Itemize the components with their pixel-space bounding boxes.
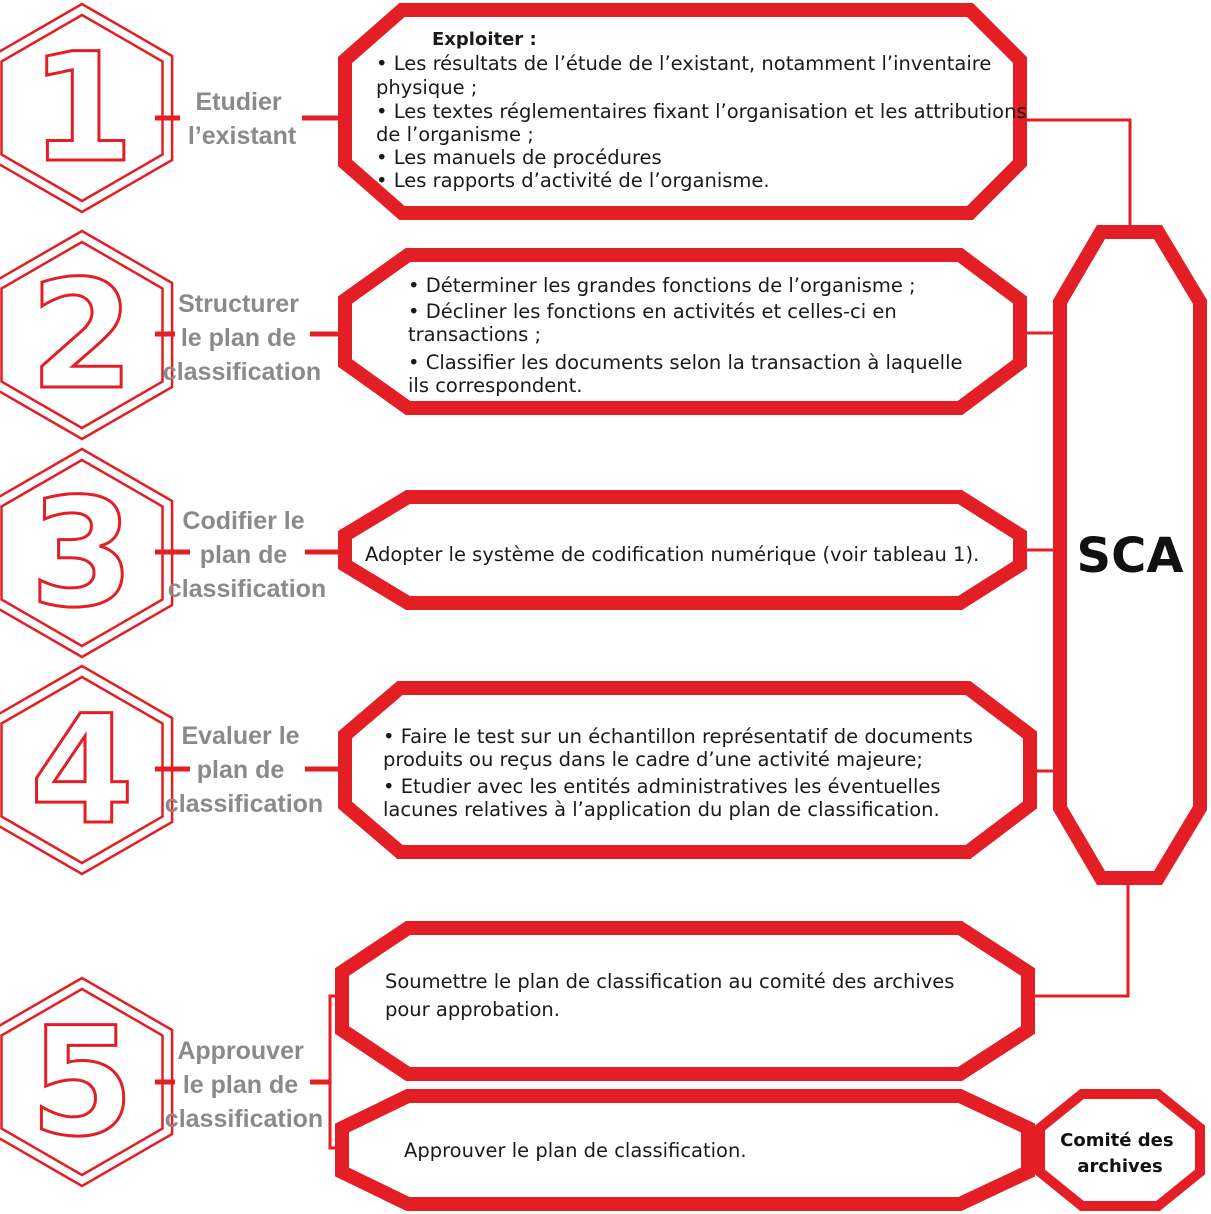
comite-label: Comité des archives bbox=[1060, 1130, 1180, 1177]
step4-label-line-1: Evaluer le bbox=[181, 722, 299, 750]
comite-octagon bbox=[1035, 1089, 1205, 1211]
step4-hexagon-outer bbox=[0, 664, 174, 876]
step2-label-line-2: le plan de bbox=[181, 324, 296, 352]
step2-label: Structurer le plan de classification bbox=[163, 290, 321, 386]
step5-hexagon-inner bbox=[0, 987, 164, 1177]
step3-label-line-2: plan de bbox=[200, 541, 288, 569]
step2-line-3: transactions ; bbox=[408, 323, 541, 346]
step5-approve-text: Approuver le plan de classification. bbox=[404, 1139, 747, 1162]
step1-line-6: • Les rapports d’activité de l’organisme… bbox=[376, 169, 770, 192]
step1-label: Etudier l’existant bbox=[188, 88, 297, 150]
step1-label-line-1: Etudier bbox=[195, 88, 281, 116]
step5-label-line-1: Approuver bbox=[177, 1037, 304, 1065]
comite-line-2: archives bbox=[1077, 1156, 1162, 1177]
step1-line-3: • Les textes réglementaires fixant l’org… bbox=[376, 100, 1027, 123]
step2-box-text: • Déterminer les grandes fonctions de l’… bbox=[408, 274, 969, 397]
step5-label-line-3: classification bbox=[165, 1105, 323, 1133]
step5-label: Approuver le plan de classification bbox=[165, 1037, 323, 1133]
step3-label-line-3: classification bbox=[168, 575, 326, 603]
step1-hexagon-outer bbox=[0, 2, 174, 214]
step-hexagons: 1 2 3 4 5 bbox=[0, 2, 174, 1188]
step1-line-1: • Les résultats de l’étude de l’existant… bbox=[376, 52, 991, 75]
step1-line-4: de l’organisme ; bbox=[376, 123, 534, 146]
step2-hexagon-inner bbox=[0, 240, 164, 430]
step3-hexagon: 3 bbox=[0, 447, 174, 659]
step1-hexagon: 1 bbox=[0, 2, 174, 214]
step3-hexagon-inner bbox=[0, 458, 164, 648]
step2-line-1: • Déterminer les grandes fonctions de l’… bbox=[408, 274, 916, 297]
step2-hexagon-outer bbox=[0, 229, 174, 441]
connector-sca-box5a bbox=[1020, 876, 1130, 998]
step2-box bbox=[338, 248, 1027, 415]
sca-octagon bbox=[1053, 225, 1207, 885]
step5-hexagon-outer bbox=[0, 976, 174, 1188]
step1-box-text: Exploiter : • Les résultats de l’étude d… bbox=[376, 27, 1033, 192]
step2-label-line-1: Structurer bbox=[178, 290, 299, 318]
step2-line-5: ils correspondent. bbox=[408, 374, 583, 397]
step4-number: 4 bbox=[30, 684, 134, 858]
step2-number: 2 bbox=[30, 249, 134, 423]
step5-box-submit bbox=[335, 921, 1035, 1081]
step4-hexagon: 4 bbox=[0, 664, 174, 876]
step1-heading: Exploiter : bbox=[432, 29, 537, 50]
step1-line-2: physique ; bbox=[376, 76, 477, 99]
step3-hexagon-outer bbox=[0, 447, 174, 659]
step5-submit-line-2: pour approbation. bbox=[385, 998, 560, 1021]
step4-label-line-3: classification bbox=[165, 790, 323, 818]
step5-approve-line-1: Approuver le plan de classification. bbox=[404, 1139, 747, 1162]
step3-number: 3 bbox=[30, 467, 134, 641]
step4-box-text: • Faire le test sur un échantillon repré… bbox=[383, 725, 979, 821]
step4-box bbox=[338, 681, 1037, 859]
step1-hexagon-inner bbox=[0, 13, 164, 203]
step5-label-line-2: le plan de bbox=[183, 1071, 298, 1099]
step4-line-2: produits ou reçus dans le cadre d’une ac… bbox=[383, 748, 923, 771]
step5-submit-line-1: Soumettre le plan de classification au c… bbox=[385, 970, 954, 993]
step4-label: Evaluer le plan de classification bbox=[165, 722, 323, 818]
step5-box-approve bbox=[335, 1089, 1035, 1211]
step1-label-line-2: l’existant bbox=[188, 122, 297, 150]
step3-line-1: Adopter le système de codification numér… bbox=[365, 543, 979, 566]
step2-line-2: • Décliner les fonctions en activités et… bbox=[408, 300, 897, 323]
step1-line-5: • Les manuels de procédures bbox=[376, 146, 662, 169]
step5-submit-text: Soumettre le plan de classification au c… bbox=[385, 970, 961, 1021]
step3-box-text: Adopter le système de codification numér… bbox=[365, 543, 979, 566]
step2-hexagon: 2 bbox=[0, 229, 174, 441]
step4-hexagon-inner bbox=[0, 675, 164, 865]
step-labels: Etudier l’existant Structurer le plan de… bbox=[163, 88, 326, 1133]
step1-number: 1 bbox=[30, 22, 134, 196]
step2-line-4: • Classifier les documents selon la tran… bbox=[408, 351, 963, 374]
content-boxes bbox=[335, 3, 1037, 1211]
sca-label: SCA bbox=[1077, 528, 1184, 584]
step4-line-4: lacunes relatives à l’application du pla… bbox=[383, 798, 940, 821]
step5-number: 5 bbox=[30, 996, 134, 1170]
step4-line-1: • Faire le test sur un échantillon repré… bbox=[383, 725, 973, 748]
step4-label-line-2: plan de bbox=[197, 756, 285, 784]
step3-box bbox=[338, 490, 1027, 610]
step2-label-line-3: classification bbox=[163, 358, 321, 386]
step1-box bbox=[338, 3, 1027, 220]
step4-line-3: • Etudier avec les entités administrativ… bbox=[383, 775, 941, 798]
step3-label-line-1: Codifier le bbox=[182, 507, 304, 535]
step3-label: Codifier le plan de classification bbox=[168, 507, 326, 603]
comite-line-1: Comité des bbox=[1060, 1130, 1173, 1151]
connector-box1-sca bbox=[1010, 118, 1132, 232]
step5-hexagon: 5 bbox=[0, 976, 174, 1188]
